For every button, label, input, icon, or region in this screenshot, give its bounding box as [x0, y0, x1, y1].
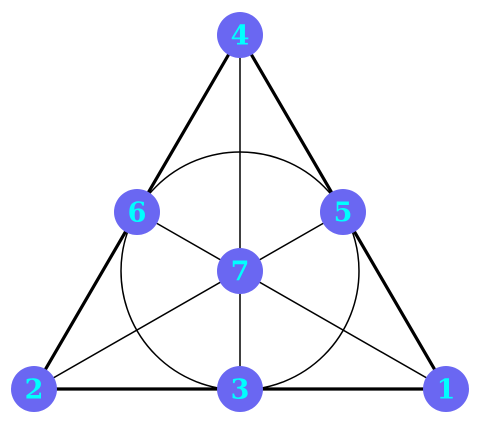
edge-5-2	[33, 211, 344, 390]
node-5-circle	[320, 189, 366, 235]
node-4: 4	[217, 12, 263, 58]
node-6-circle	[114, 189, 160, 235]
node-1: 1	[423, 366, 469, 412]
node-1-label: 1	[437, 375, 456, 406]
node-7: 7	[217, 248, 263, 294]
node-7-circle	[217, 248, 263, 294]
edge-6-1	[136, 211, 447, 390]
node-6-label: 6	[128, 198, 147, 229]
node-2: 2	[11, 366, 57, 412]
node-5: 5	[320, 189, 366, 235]
node-4-circle	[217, 12, 263, 58]
node-2-circle	[11, 366, 57, 412]
node-5-label: 5	[334, 198, 353, 229]
node-3-label: 3	[231, 375, 250, 406]
node-3: 3	[217, 366, 263, 412]
node-3-circle	[217, 366, 263, 412]
edge-layer	[32, 33, 448, 391]
node-6: 6	[114, 189, 160, 235]
node-7-label: 7	[231, 257, 250, 288]
node-4-label: 4	[231, 21, 250, 52]
node-1-circle	[423, 366, 469, 412]
node-2-label: 2	[25, 375, 44, 406]
